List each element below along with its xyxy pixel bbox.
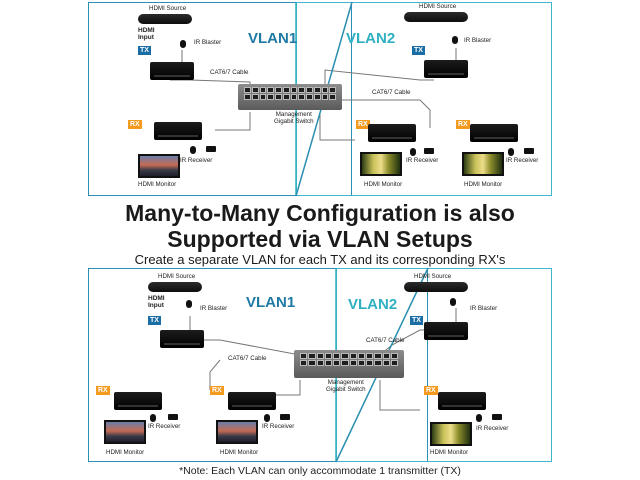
vlan1-label: VLAN1 [248, 30, 298, 47]
tx-tag: TX [410, 316, 423, 325]
ir-receiver-icon [264, 414, 270, 422]
monitor-label: HDMI Monitor [220, 449, 259, 456]
ir-blaster-icon [452, 36, 458, 44]
rx-tag: RX [424, 386, 438, 395]
ir-receiver-icon [410, 148, 416, 156]
hdmi-source-label: HDMI Source [158, 273, 196, 280]
rx-extender [228, 392, 276, 410]
tx-tag: TX [412, 46, 425, 55]
ir-receiver-icon [190, 146, 196, 154]
cable-label: CAT6/7 Cable [228, 355, 267, 362]
rx-tag: RX [210, 386, 224, 395]
hdmi-source-device [138, 14, 192, 24]
hdmi-source-device [404, 282, 468, 292]
hdmi-monitor [216, 420, 258, 444]
ir-receiver-icon [508, 148, 514, 156]
ir-receiver-label: IR Receiver [406, 157, 439, 164]
switch-ports [244, 87, 336, 100]
headline-line-1: Many-to-Many Configuration is also [125, 200, 515, 226]
hdmi-input-label: HDMI Input [148, 295, 165, 309]
rx-extender [154, 122, 202, 140]
footnote: *Note: Each VLAN can only accommodate 1 … [179, 465, 461, 477]
rx-tag: RX [456, 120, 470, 129]
remote-icon [168, 414, 178, 420]
hdmi-monitor [430, 422, 472, 446]
rx-tag: RX [356, 120, 370, 129]
switch-ports [300, 353, 398, 366]
cable-label: CAT6/7 Cable [210, 69, 249, 76]
ir-receiver-label: IR Receiver [262, 423, 295, 430]
monitor-label: HDMI Monitor [106, 449, 145, 456]
ir-receiver-icon [150, 414, 156, 422]
network-switch [238, 84, 342, 110]
hdmi-monitor [138, 154, 180, 178]
remote-icon [424, 148, 434, 154]
vlan1-label: VLAN1 [246, 294, 296, 311]
ir-receiver-label: IR Receiver [180, 157, 213, 164]
remote-icon [206, 146, 216, 152]
monitor-label: HDMI Monitor [430, 449, 469, 456]
vlan1-panel-bottom [88, 268, 428, 462]
rx-extender [114, 392, 162, 410]
rx-tag: RX [96, 386, 110, 395]
ir-blaster-icon [180, 40, 186, 48]
rx-tag: RX [128, 120, 142, 129]
switch-label: Management Gigabit Switch [274, 111, 314, 125]
ir-receiver-label: IR Receiver [148, 423, 181, 430]
ir-blaster-icon [186, 300, 192, 308]
hdmi-source-device [404, 12, 468, 22]
rx-extender [438, 392, 486, 410]
monitor-label: HDMI Monitor [464, 181, 503, 188]
tx-extender [150, 62, 194, 80]
network-switch [294, 350, 404, 378]
hdmi-monitor [462, 152, 504, 176]
ir-blaster-label: IR Blaster [194, 39, 222, 46]
ir-receiver-label: IR Receiver [476, 425, 509, 432]
monitor-label: HDMI Monitor [364, 181, 403, 188]
hdmi-monitor [360, 152, 402, 176]
ir-blaster-label: IR Blaster [464, 37, 492, 44]
rx-extender [368, 124, 416, 142]
hdmi-monitor [104, 420, 146, 444]
monitor-label: HDMI Monitor [138, 181, 177, 188]
ir-blaster-icon [450, 298, 456, 306]
ir-receiver-icon [476, 414, 482, 422]
vlan1-panel-top [88, 2, 352, 196]
remote-icon [492, 414, 502, 420]
hdmi-source-label: HDMI Source [149, 5, 187, 12]
vlan2-label: VLAN2 [348, 296, 398, 313]
tx-extender [424, 322, 468, 340]
hdmi-source-label: HDMI Source [419, 3, 457, 10]
ir-receiver-label: IR Receiver [506, 157, 539, 164]
hdmi-source-label: HDMI Source [414, 273, 452, 280]
cable-label: CAT6/7 Cable [366, 337, 405, 344]
tx-tag: TX [148, 316, 161, 325]
headline-subtitle: Create a separate VLAN for each TX and i… [134, 252, 506, 267]
switch-label: Management Gigabit Switch [326, 379, 366, 393]
tx-tag: TX [138, 46, 151, 55]
headline-line-2: Supported via VLAN Setups [167, 226, 473, 252]
remote-icon [524, 148, 534, 154]
hdmi-input-label: HDMI Input [138, 27, 155, 41]
tx-extender [424, 60, 468, 78]
rx-extender [470, 124, 518, 142]
hdmi-source-device [148, 282, 202, 292]
ir-blaster-label: IR Blaster [470, 305, 498, 312]
ir-blaster-label: IR Blaster [200, 305, 228, 312]
remote-icon [280, 414, 290, 420]
cable-label: CAT6/7 Cable [372, 89, 411, 96]
vlan2-label: VLAN2 [346, 30, 396, 47]
tx-extender [160, 330, 204, 348]
